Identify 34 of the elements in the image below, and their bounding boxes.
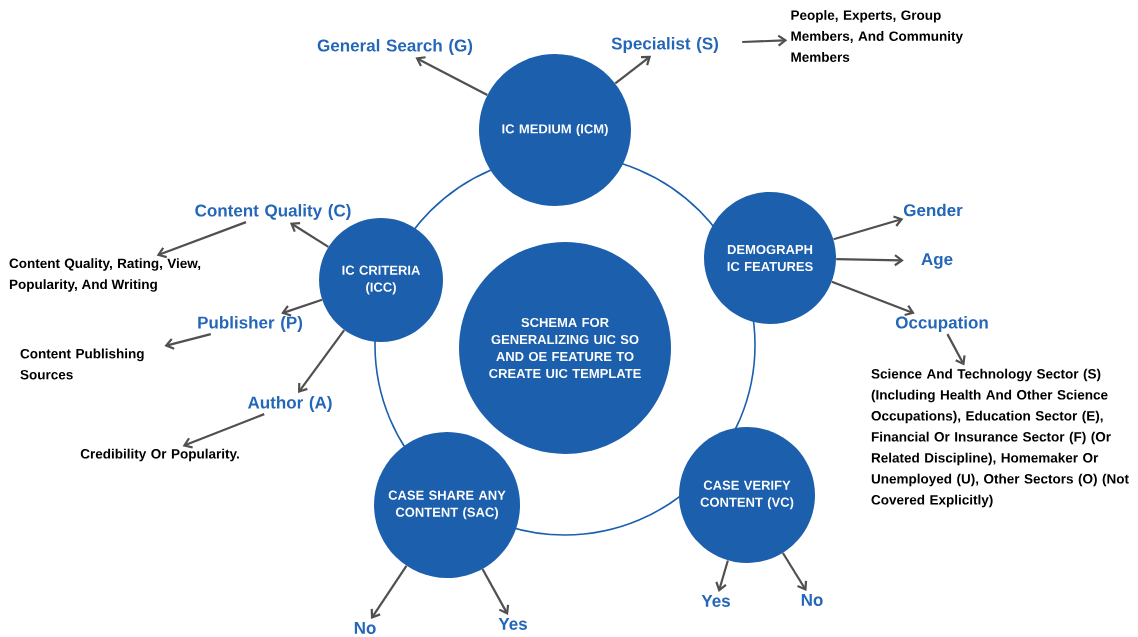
category-label: Occupation (895, 316, 988, 332)
arrow (156, 221, 247, 259)
arrow (614, 55, 652, 85)
description-text: Content Quality, Rating, View, Popularity, And Writing (9, 258, 201, 292)
category-label: Gender (903, 203, 963, 217)
category-label: Age (921, 253, 953, 269)
description-text: Content Publishing Sources (20, 348, 144, 380)
arrow (481, 568, 510, 615)
arrow (281, 298, 323, 317)
category-label: Yes (498, 618, 527, 630)
arrow (836, 254, 904, 267)
category-label: Publisher (P) (198, 316, 303, 332)
category-label: Yes (701, 595, 730, 607)
description-text: Credibility Or Popularity. (80, 448, 239, 462)
arrow (164, 333, 212, 350)
arrow (289, 222, 329, 248)
description-text: People, Experts, Group Members, And Community Members (791, 10, 963, 62)
arrow (415, 56, 488, 96)
arrow (298, 329, 346, 394)
arrow (946, 333, 966, 366)
description-text: Science And Technology Sector (S) (Including Health And Other Science Occupations), Education Sector (E), Financial Or Insurance Sector (F) (Or Related Discipline), Homemaker Or Unemployed (U), Other Sectors (O) (Not Covered Explicitly) (871, 368, 1129, 508)
arrow (831, 280, 915, 317)
arrow (781, 552, 808, 591)
category-label: No (801, 594, 823, 606)
arrow (833, 215, 904, 241)
arrow (182, 413, 265, 449)
category-label: No (354, 622, 376, 634)
arrow (715, 560, 729, 592)
arrow (370, 565, 408, 620)
category-label: Author (A) (247, 396, 332, 412)
category-label: Specialist (S) (611, 37, 718, 53)
category-label: General Search (G) (317, 39, 473, 55)
arrow (742, 34, 788, 47)
category-label: Content Quality (C) (195, 204, 351, 220)
